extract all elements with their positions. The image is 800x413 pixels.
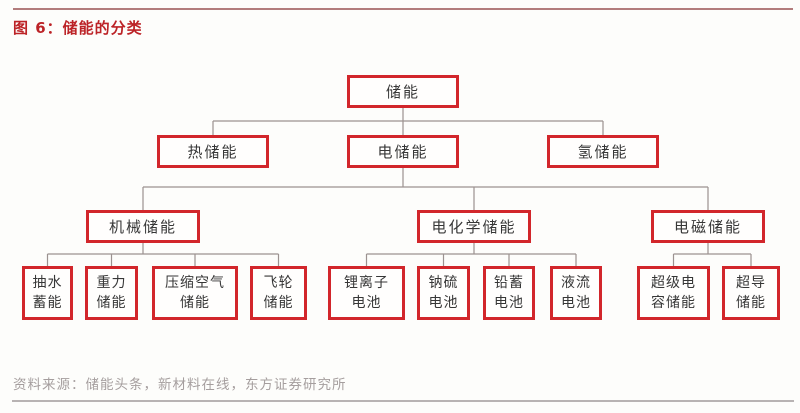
- node-hydrogen-storage: 氢储能: [547, 135, 659, 168]
- node-superconducting-storage: 超导 储能: [722, 266, 780, 320]
- connector-root-to-level2: [212, 108, 604, 135]
- node-compressed-air-storage: 压缩空气 储能: [152, 266, 238, 320]
- node-electrochemical-storage: 电化学储能: [417, 210, 531, 243]
- source-note: 资料来源：储能头条，新材料在线，东方证券研究所: [13, 377, 347, 393]
- node-thermal-storage: 热储能: [157, 135, 269, 168]
- node-lithium-ion-battery: 锂离子 电池: [328, 266, 405, 320]
- node-lead-acid-battery: 铅蓄 电池: [483, 266, 535, 320]
- node-supercapacitor-storage: 超级电 容储能: [637, 266, 710, 320]
- node-energy-storage: 储能: [347, 75, 459, 108]
- node-sodium-sulfur-battery: 钠硫 电池: [417, 266, 470, 320]
- connector-mechanical-to-children: [46, 243, 280, 266]
- node-flywheel-storage: 飞轮 储能: [250, 266, 307, 320]
- connector-electrical-to-level3: [142, 168, 709, 210]
- node-mechanical-storage: 机械储能: [86, 210, 200, 243]
- connector-electrochemical-to-children: [365, 243, 577, 266]
- node-electrical-storage: 电储能: [347, 135, 459, 168]
- node-pumped-hydro-storage: 抽水 蓄能: [22, 266, 73, 320]
- figure-title: 图 6：储能的分类: [13, 19, 143, 37]
- node-gravity-storage: 重力 储能: [85, 266, 138, 320]
- top-divider: [13, 8, 793, 10]
- node-flow-battery: 液流 电池: [550, 266, 602, 320]
- node-electromagnetic-storage: 电磁储能: [651, 210, 765, 243]
- connector-electromagnetic-to-children: [672, 243, 752, 266]
- bottom-divider: [12, 400, 794, 402]
